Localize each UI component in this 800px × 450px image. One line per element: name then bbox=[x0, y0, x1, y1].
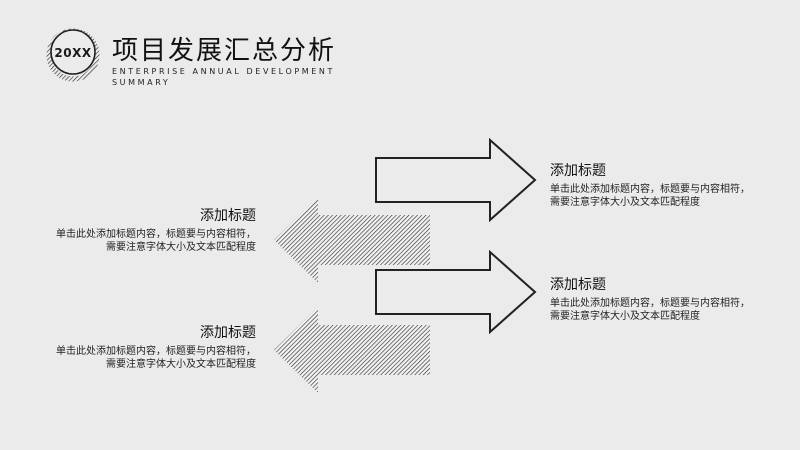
page-title: 项目发展汇总分析 bbox=[112, 36, 337, 66]
page-subtitle: ENTERPRISE ANNUAL DEVELOPMENT SUMMARY bbox=[112, 67, 335, 87]
text-block-right-top: 添加标题 单击此处添加标题内容，标题要与内容相符， 需要注意字体大小及文本匹配程… bbox=[550, 160, 790, 209]
block-title: 添加标题 bbox=[200, 208, 256, 224]
year-label: 20XX bbox=[54, 46, 92, 60]
block-desc-line1: 单击此处添加标题内容，标题要与内容相符， bbox=[56, 346, 256, 357]
block-desc-line1: 单击此处添加标题内容，标题要与内容相符， bbox=[56, 229, 256, 240]
text-block-right-bottom: 添加标题 单击此处添加标题内容，标题要与内容相符， 需要注意字体大小及文本匹配程… bbox=[550, 274, 790, 323]
block-desc-line2: 需要注意字体大小及文本匹配程度 bbox=[550, 311, 700, 322]
block-title: 添加标题 bbox=[550, 163, 606, 179]
right-arrow-outline-top bbox=[375, 137, 537, 223]
year-badge-circle-icon bbox=[46, 28, 100, 82]
block-desc-line1: 单击此处添加标题内容，标题要与内容相符， bbox=[550, 298, 750, 309]
block-title: 添加标题 bbox=[200, 325, 256, 341]
text-block-left-top: 添加标题 单击此处添加标题内容，标题要与内容相符， 需要注意字体大小及文本匹配程… bbox=[10, 205, 256, 254]
year-badge: 20XX bbox=[45, 28, 101, 84]
block-desc-line1: 单击此处添加标题内容，标题要与内容相符， bbox=[550, 184, 750, 195]
left-arrow-hatched-bottom bbox=[274, 307, 430, 393]
left-arrow-hatched-top bbox=[274, 197, 430, 283]
block-desc-line2: 需要注意字体大小及文本匹配程度 bbox=[106, 359, 256, 370]
right-arrow-outline-bottom bbox=[375, 249, 537, 335]
block-title: 添加标题 bbox=[550, 277, 606, 293]
block-desc-line2: 需要注意字体大小及文本匹配程度 bbox=[106, 242, 256, 253]
block-desc-line2: 需要注意字体大小及文本匹配程度 bbox=[550, 197, 700, 208]
text-block-left-bottom: 添加标题 单击此处添加标题内容，标题要与内容相符， 需要注意字体大小及文本匹配程… bbox=[10, 322, 256, 371]
